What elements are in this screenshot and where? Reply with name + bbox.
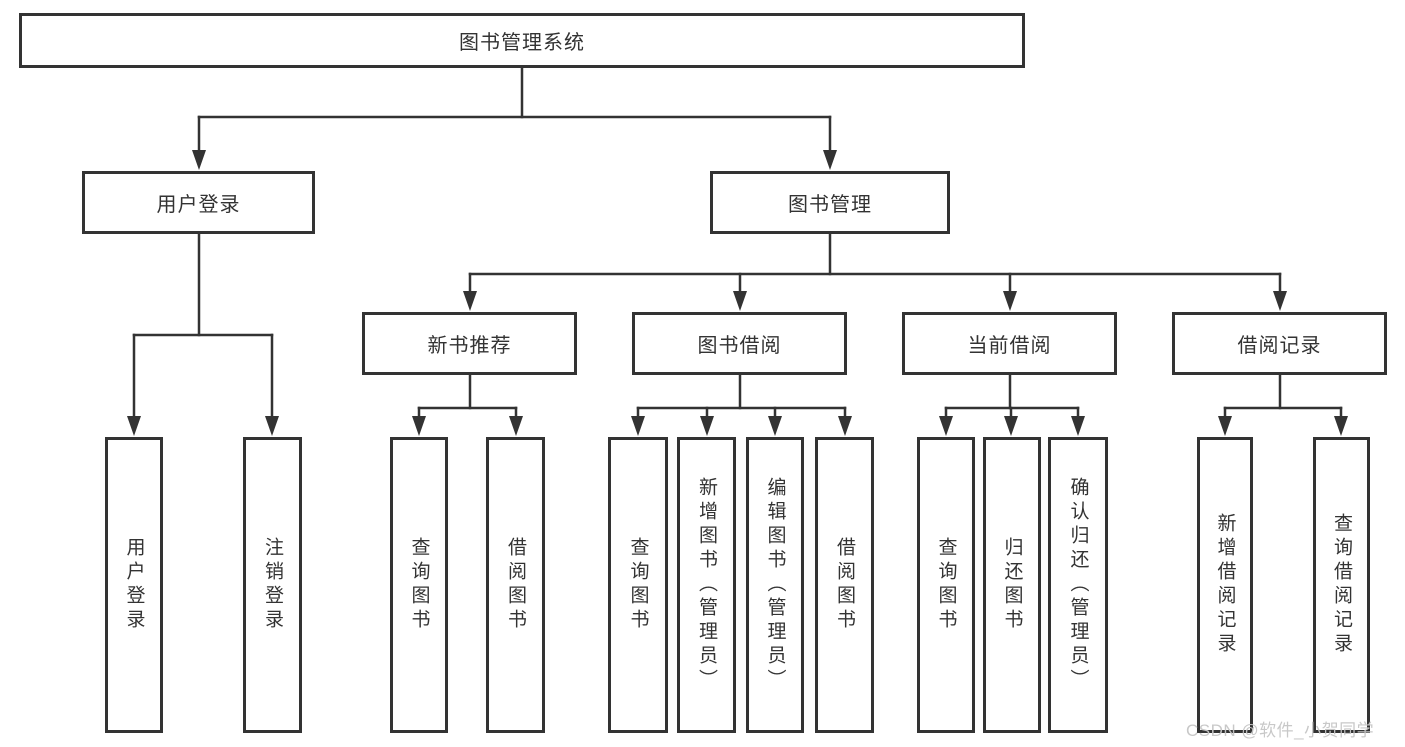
leaf-recommend-borrow-books-label: 借阅图书 [505, 537, 526, 633]
leaf-recommend-query-books-label: 查询图书 [408, 537, 430, 633]
node-book-management-label: 图书管理 [788, 194, 872, 216]
arrowheads [127, 150, 1348, 436]
leaf-query-borrow-record: 查询借阅记录 [1313, 437, 1370, 733]
node-root: 图书管理系统 [19, 13, 1025, 68]
leaf-user-login: 用户登录 [105, 437, 163, 733]
leaf-confirm-return-admin: 确认归还（管理员） [1048, 437, 1108, 733]
node-root-label: 图书管理系统 [459, 32, 585, 54]
node-borrow-records-label: 借阅记录 [1237, 335, 1322, 357]
node-new-book-recommend: 新书推荐 [362, 312, 577, 375]
leaf-add-borrow-record: 新增借阅记录 [1197, 437, 1253, 733]
leaf-logout: 注销登录 [243, 437, 302, 733]
node-new-book-recommend-label: 新书推荐 [427, 335, 512, 357]
csdn-watermark: CSDN @软件_小贺同学 [1186, 721, 1375, 740]
leaf-edit-books-admin-label: 编辑图书（管理员） [764, 477, 786, 693]
node-current-borrow-label: 当前借阅 [967, 335, 1052, 357]
leaf-add-books-admin-label: 新增图书（管理员） [696, 477, 717, 693]
node-user-login-label: 用户登录 [156, 194, 241, 216]
leaf-borrow-query-books: 查询图书 [608, 437, 668, 733]
leaf-borrow-query-books-label: 查询图书 [627, 537, 649, 633]
leaf-borrow-books: 借阅图书 [815, 437, 874, 733]
leaf-current-query-books-label: 查询图书 [935, 537, 957, 633]
leaf-confirm-return-admin-label: 确认归还（管理员） [1067, 477, 1089, 693]
leaf-return-books: 归还图书 [983, 437, 1041, 733]
node-book-borrow: 图书借阅 [632, 312, 847, 375]
leaf-borrow-books-label: 借阅图书 [834, 537, 855, 633]
node-borrow-records: 借阅记录 [1172, 312, 1387, 375]
leaf-return-books-label: 归还图书 [1001, 537, 1023, 633]
leaf-recommend-query-books: 查询图书 [390, 437, 448, 733]
node-current-borrow: 当前借阅 [902, 312, 1117, 375]
leaf-add-books-admin: 新增图书（管理员） [677, 437, 736, 733]
node-user-login: 用户登录 [82, 171, 315, 234]
leaf-add-borrow-record-label: 新增借阅记录 [1214, 513, 1236, 657]
leaf-query-borrow-record-label: 查询借阅记录 [1331, 513, 1352, 657]
leaf-edit-books-admin: 编辑图书（管理员） [746, 437, 804, 733]
leaf-current-query-books: 查询图书 [917, 437, 975, 733]
node-book-management: 图书管理 [710, 171, 950, 234]
leaf-user-login-label: 用户登录 [123, 537, 145, 633]
leaf-recommend-borrow-books: 借阅图书 [486, 437, 545, 733]
leaf-logout-label: 注销登录 [262, 537, 283, 633]
node-book-borrow-label: 图书借阅 [697, 335, 782, 357]
